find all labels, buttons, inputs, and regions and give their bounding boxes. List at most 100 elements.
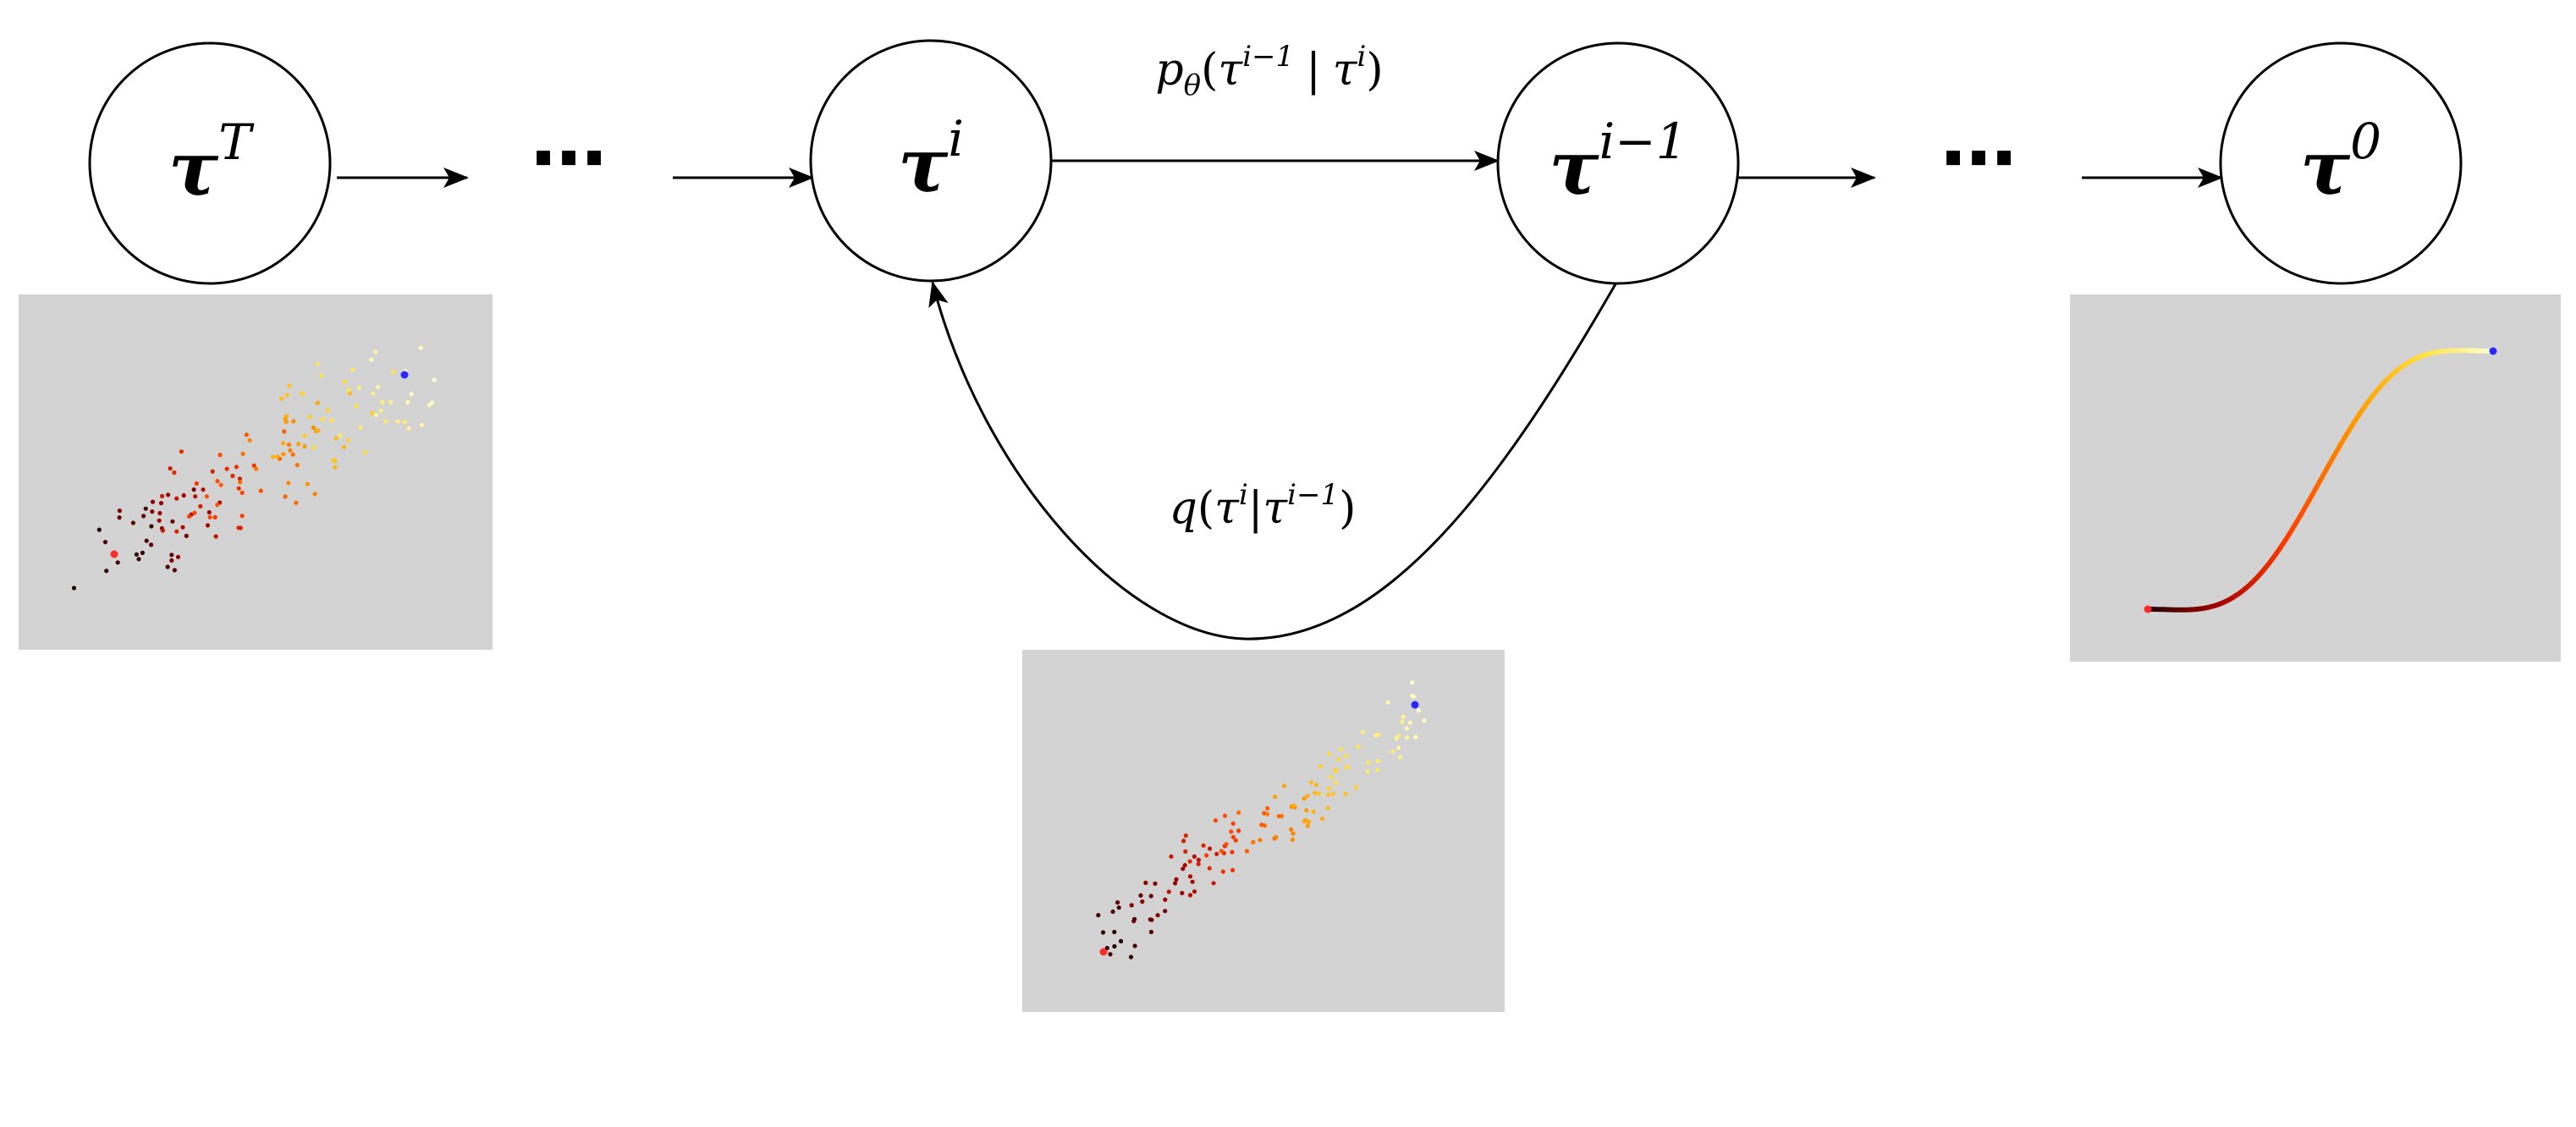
trajectory-point bbox=[184, 533, 189, 539]
trajectory-point bbox=[1169, 854, 1174, 859]
trajectory-point bbox=[388, 399, 394, 405]
trajectory-point bbox=[1229, 829, 1234, 834]
trajectory-point bbox=[294, 463, 300, 468]
trajectory-point bbox=[215, 503, 220, 508]
trajectory-point bbox=[115, 560, 120, 565]
trajectory-panel-noisy bbox=[19, 294, 493, 650]
trajectory-point bbox=[1131, 919, 1137, 924]
trajectory-panel-intermediate bbox=[1022, 650, 1505, 1012]
trajectory-point bbox=[213, 534, 218, 539]
trajectory-point bbox=[239, 514, 245, 519]
trajectory-point bbox=[1311, 809, 1316, 814]
node-tau-i-minus-1-symbol: τ bbox=[1549, 124, 1599, 212]
trajectory-point bbox=[315, 400, 320, 405]
trajectory-point bbox=[1309, 780, 1314, 785]
trajectory-point bbox=[172, 470, 177, 476]
trajectory-point bbox=[331, 458, 336, 463]
trajectory-point bbox=[224, 466, 229, 471]
trajectory-point bbox=[369, 357, 374, 362]
trajectory-point bbox=[370, 410, 375, 415]
trajectory-point bbox=[1262, 823, 1268, 828]
trajectory-point bbox=[1196, 861, 1201, 866]
trajectory-point bbox=[1099, 948, 1108, 956]
trajectory-point bbox=[1410, 680, 1415, 685]
trajectory-point bbox=[192, 510, 197, 515]
trajectory-point bbox=[1265, 805, 1270, 811]
trajectory-point bbox=[1396, 745, 1401, 750]
trajectory-point bbox=[296, 442, 301, 447]
trajectory-point bbox=[350, 367, 355, 372]
trajectory-point bbox=[432, 377, 437, 382]
trajectory-point bbox=[140, 550, 145, 556]
trajectory-point bbox=[419, 422, 424, 427]
trajectory-point bbox=[275, 454, 280, 459]
trajectory-point bbox=[230, 473, 235, 479]
trajectory-point bbox=[1318, 764, 1324, 769]
theta-subscript: θ bbox=[1184, 69, 1201, 102]
node-tau-0: τ0 bbox=[2219, 41, 2463, 285]
trajectory-point bbox=[284, 393, 289, 398]
trajectory-point bbox=[1305, 823, 1310, 828]
trajectory-point bbox=[1385, 700, 1390, 705]
trajectory-point bbox=[217, 453, 223, 458]
trajectory-point bbox=[1356, 745, 1361, 750]
trajectory-point bbox=[405, 400, 410, 405]
trajectory-point bbox=[286, 442, 292, 448]
trajectory-point bbox=[143, 506, 148, 511]
trajectory-point bbox=[1213, 818, 1218, 823]
trajectory-point bbox=[239, 490, 245, 496]
svg-text:τi: τi bbox=[898, 110, 964, 209]
trajectory-point bbox=[134, 552, 139, 557]
trajectory-point bbox=[96, 527, 102, 532]
trajectory-point bbox=[1201, 843, 1206, 848]
trajectory-point bbox=[2489, 347, 2497, 355]
p-symbol: p bbox=[1155, 45, 1183, 96]
trajectory-point bbox=[311, 425, 316, 431]
trajectory-point bbox=[158, 501, 164, 506]
trajectory-point bbox=[283, 494, 288, 499]
trajectory-point bbox=[1119, 938, 1124, 943]
edge-ti1-to-ti-curve bbox=[928, 281, 1618, 640]
trajectory-point bbox=[430, 400, 435, 405]
trajectory-point bbox=[338, 432, 343, 438]
trajectory-point bbox=[1220, 869, 1225, 874]
ellipsis-right: ⋯ bbox=[1940, 114, 2017, 203]
trajectory-point bbox=[181, 492, 186, 498]
trajectory-point bbox=[194, 481, 199, 487]
trajectory-point bbox=[1187, 874, 1193, 879]
trajectory-point bbox=[170, 519, 175, 524]
trajectory-point bbox=[240, 451, 245, 457]
trajectory-point bbox=[320, 416, 325, 421]
trajectory-point bbox=[1108, 952, 1113, 957]
trajectory-point bbox=[1187, 893, 1193, 898]
trajectory-point bbox=[238, 480, 243, 485]
trajectory-point bbox=[168, 466, 173, 471]
trajectory-point bbox=[409, 392, 414, 397]
trajectory-point bbox=[191, 487, 196, 492]
trajectory-point bbox=[376, 384, 381, 389]
trajectory-point bbox=[1182, 863, 1187, 868]
trajectory-point bbox=[329, 418, 334, 423]
trajectory-point bbox=[1211, 881, 1216, 886]
trajectory-point bbox=[1192, 854, 1197, 860]
trajectory-point bbox=[347, 391, 352, 396]
trajectory-point bbox=[383, 419, 388, 424]
trajectory-point bbox=[201, 487, 206, 492]
trajectory-point bbox=[1325, 805, 1330, 811]
trajectory-point bbox=[307, 415, 312, 420]
trajectory-point bbox=[400, 371, 409, 379]
trajectory-point bbox=[1304, 808, 1309, 813]
trajectory-point bbox=[1394, 736, 1399, 741]
forward-process-label: q(τi|τi−1) bbox=[1170, 478, 1357, 534]
trajectory-point bbox=[346, 388, 351, 393]
trajectory-point bbox=[157, 510, 162, 516]
trajectory-point bbox=[1279, 813, 1285, 819]
node-tau-T: τT bbox=[88, 41, 332, 285]
trajectory-point bbox=[356, 385, 361, 390]
trajectory-point bbox=[1365, 769, 1370, 774]
trajectory-point bbox=[1343, 791, 1348, 796]
trajectory-point bbox=[198, 503, 203, 509]
trajectory-point bbox=[1313, 790, 1318, 795]
trajectory-point bbox=[1214, 851, 1219, 856]
trajectory-point bbox=[391, 370, 396, 375]
